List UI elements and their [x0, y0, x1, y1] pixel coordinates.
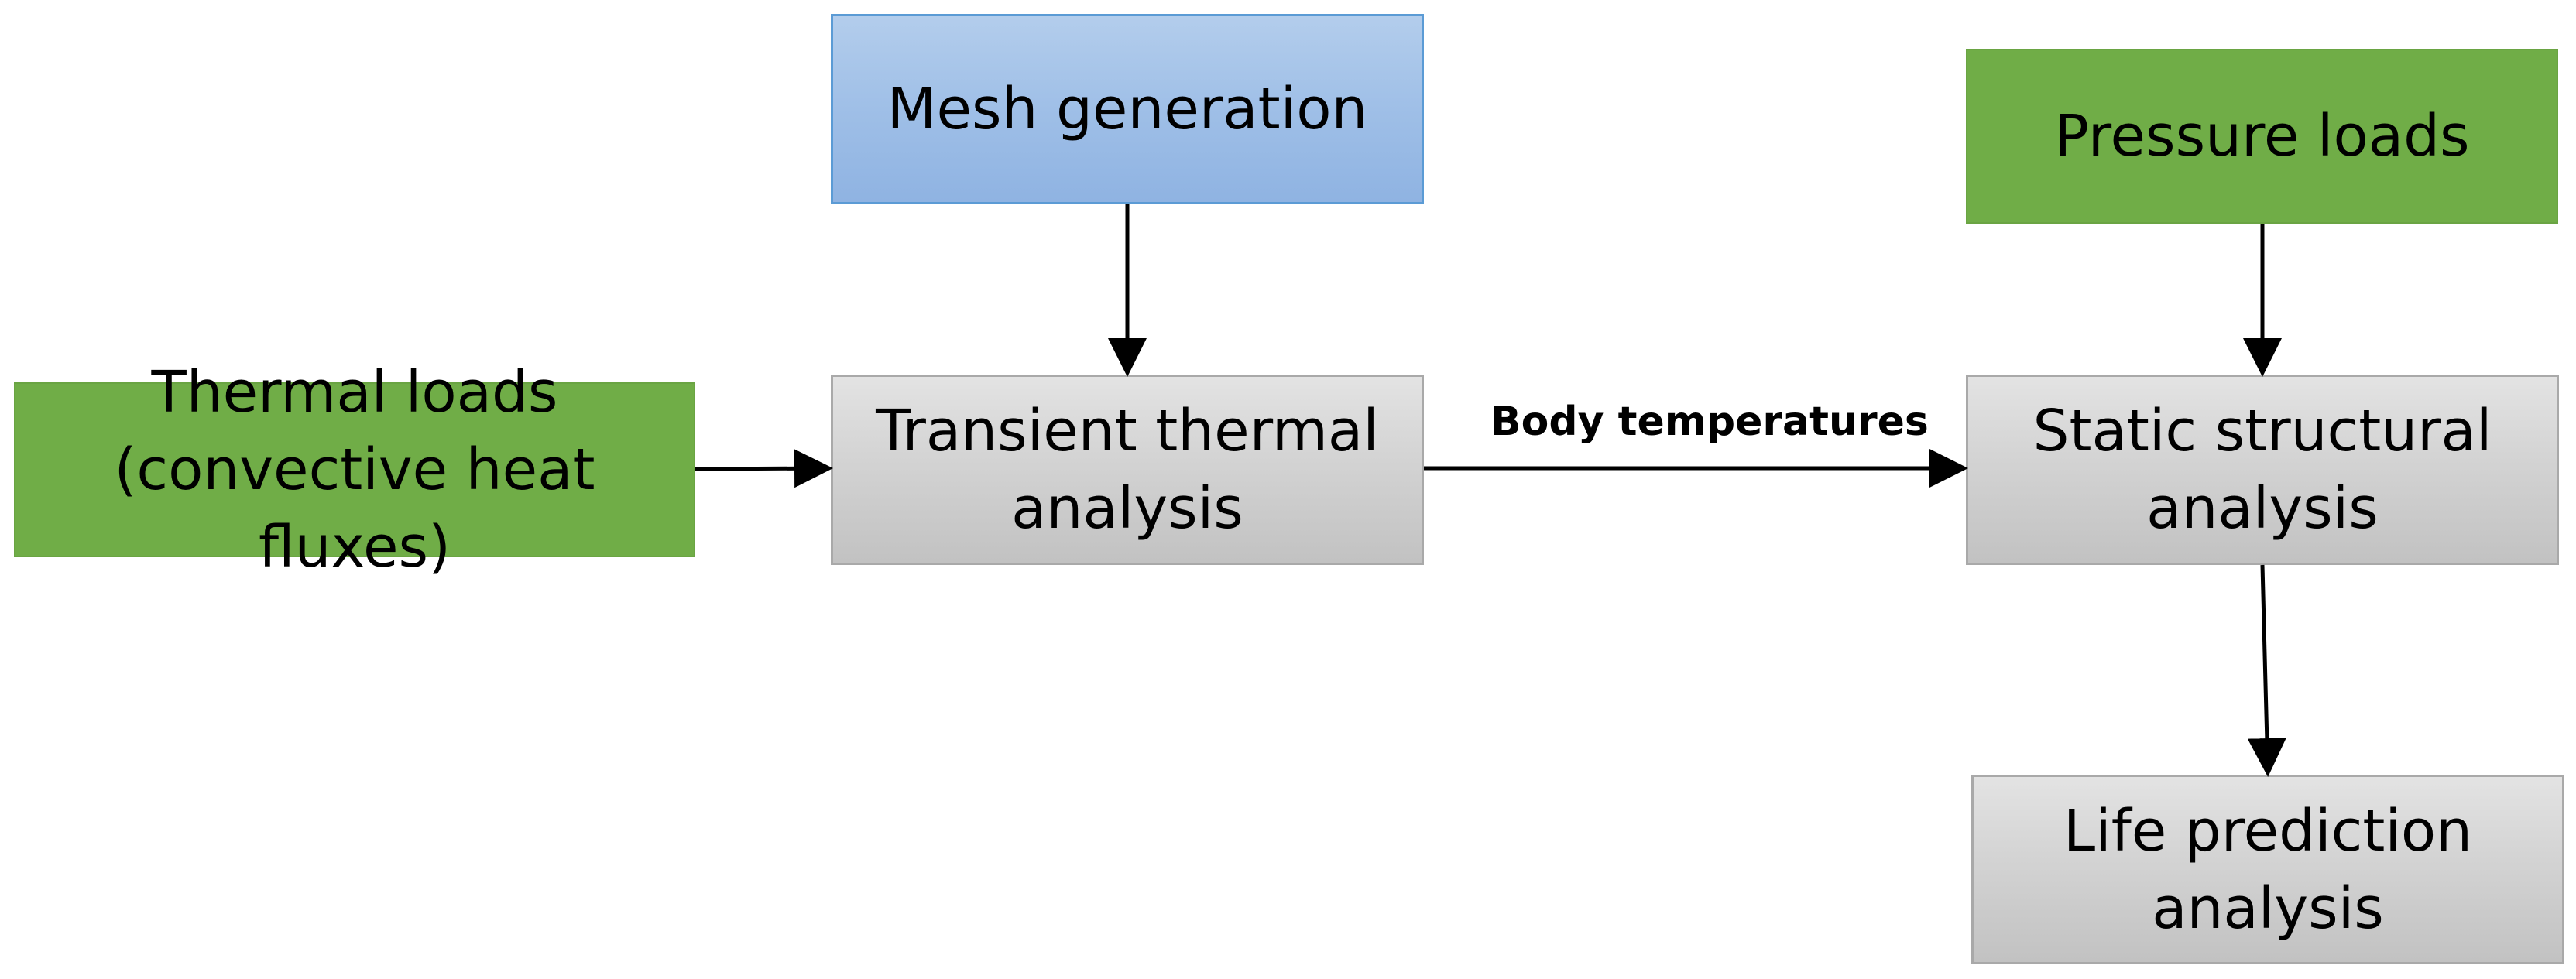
- static-structural-analysis-label: Static structural analysis: [2032, 398, 2492, 542]
- pressure-loads-box: Pressure loads: [1966, 49, 2558, 224]
- life-prediction-analysis-label: Life prediction analysis: [2063, 797, 2473, 942]
- pressure-loads-label: Pressure loads: [2054, 103, 2470, 169]
- arrow-structural-to-life: [2247, 564, 2286, 777]
- static-structural-analysis-box: Static structural analysis: [1966, 375, 2559, 565]
- body-temperatures-edge-label: Body temperatures: [1490, 399, 1929, 445]
- life-prediction-analysis-box: Life prediction analysis: [1971, 775, 2564, 964]
- thermal-loads-label: Thermal loads (convective heat fluxes): [114, 359, 595, 580]
- arrow-thermal-loads-to-transient: [695, 449, 833, 488]
- transient-thermal-analysis-label: Transient thermal analysis: [876, 398, 1379, 542]
- thermal-loads-box: Thermal loads (convective heat fluxes): [14, 359, 695, 580]
- mesh-generation-box: Mesh generation: [831, 14, 1424, 204]
- mesh-generation-label: Mesh generation: [887, 76, 1368, 142]
- transient-thermal-analysis-box: Transient thermal analysis: [831, 375, 1424, 565]
